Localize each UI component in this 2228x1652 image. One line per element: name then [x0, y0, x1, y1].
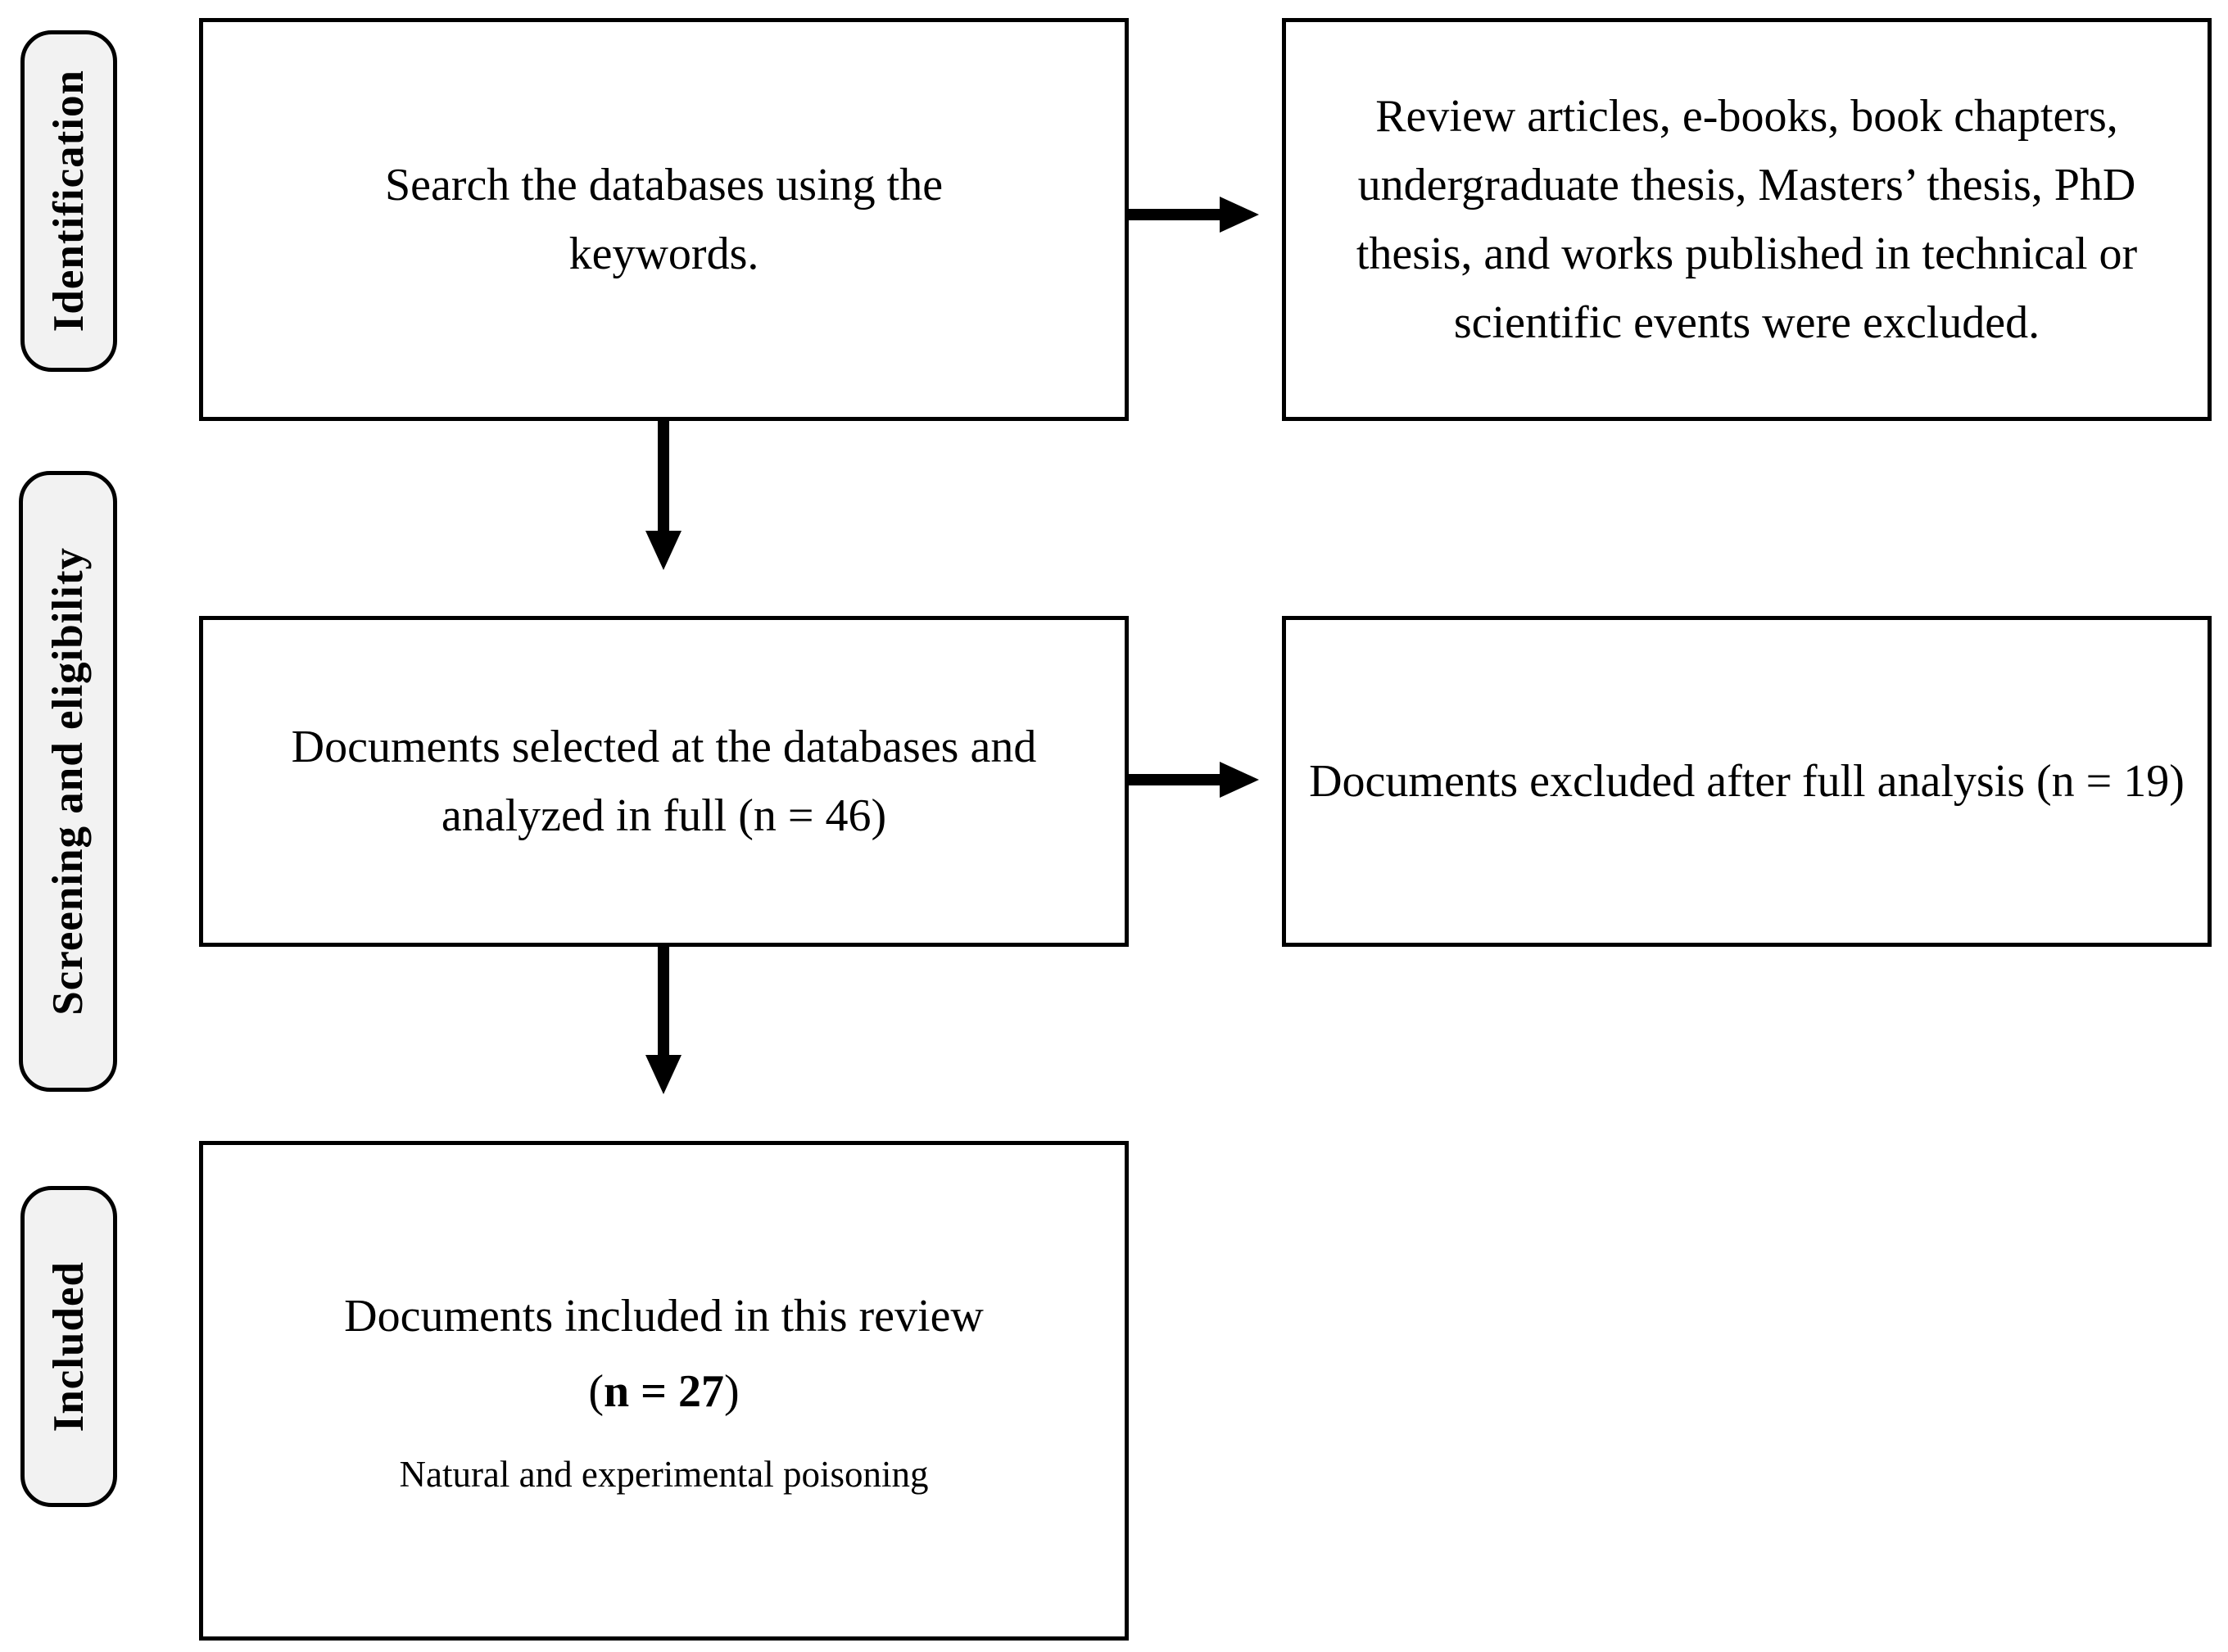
arrow-search-to-selected-head-icon [645, 531, 682, 570]
included-count-paren-close: ) [724, 1365, 740, 1417]
box-search-databases-text: Search the databases using the keywords. [384, 160, 944, 279]
stage-label-identification: Identification [20, 30, 117, 372]
stage-label-included: Included [20, 1186, 117, 1507]
box-documents-excluded-full-analysis-text: Documents excluded after full analysis (… [1309, 756, 2185, 807]
box-documents-selected: Documents selected at the databases and … [199, 616, 1129, 947]
stage-label-identification-text: Identification [45, 70, 93, 333]
box-review-types-excluded: Review articles, e-books, book chapters,… [1282, 18, 2212, 421]
box-documents-included: Documents included in this review (n = 2… [199, 1141, 1129, 1641]
stage-label-included-text: Included [45, 1260, 93, 1432]
stage-label-screening-eligibility-text: Screening and eligibility [44, 547, 92, 1016]
box-review-types-excluded-text: Review articles, e-books, book chapters,… [1356, 91, 2138, 348]
box-documents-included-subtitle: Natural and experimental poisoning [399, 1453, 929, 1495]
arrow-search-to-excluded-shaft [1128, 209, 1221, 220]
box-documents-included-count: (n = 27) [588, 1357, 739, 1426]
arrow-selected-to-excluded-head-icon [1220, 762, 1259, 798]
arrow-selected-to-included-shaft [658, 946, 669, 1059]
arrow-search-to-excluded-head-icon [1220, 197, 1259, 233]
box-documents-excluded-full-analysis: Documents excluded after full analysis (… [1282, 616, 2212, 947]
stage-label-screening-eligibility: Screening and eligibility [19, 471, 117, 1092]
included-count-paren-open: ( [588, 1365, 604, 1417]
arrow-search-to-selected-shaft [658, 420, 669, 535]
box-documents-included-line1: Documents included in this review [344, 1290, 984, 1342]
included-count-value: n = 27 [603, 1365, 725, 1417]
box-documents-selected-text: Documents selected at the databases and … [291, 722, 1037, 841]
arrow-selected-to-included-head-icon [645, 1055, 682, 1094]
box-search-databases: Search the databases using the keywords. [199, 18, 1129, 421]
arrow-selected-to-excluded-shaft [1128, 774, 1221, 785]
